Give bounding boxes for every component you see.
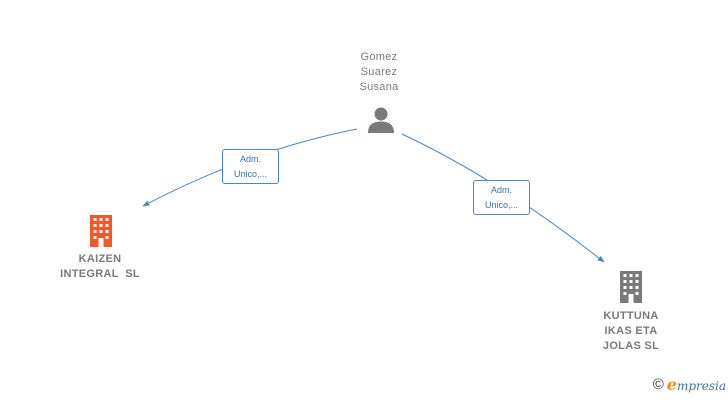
person-name-line: Suarez	[360, 66, 398, 78]
company-name-kuttuna[interactable]: KUTTUNA IKAS ETA JOLAS SL	[586, 309, 676, 354]
copyright-symbol: ©	[652, 376, 664, 393]
company-name-line: KAIZEN	[78, 253, 122, 265]
person-name-line: Gomez	[360, 51, 398, 63]
company-name-line: IKAS ETA	[604, 325, 658, 337]
brand-logo-letter: e	[666, 375, 677, 394]
company-name-line: JOLAS SL	[602, 340, 660, 352]
edge-label-role[interactable]: Adm. Unico,...	[222, 149, 279, 184]
person-name-line: Susana	[359, 81, 399, 93]
company-name-kaizen[interactable]: KAIZEN INTEGRAL SL	[40, 252, 160, 282]
edge-label-role[interactable]: Adm. Unico,...	[473, 180, 530, 215]
edge-label-line: Unico,...	[484, 200, 518, 210]
company-name-line: KUTTUNA	[603, 310, 659, 322]
brand-logo-text: mpresia	[676, 379, 726, 393]
building-icon[interactable]	[616, 270, 646, 304]
person-name[interactable]: Gomez Suarez Susana	[340, 50, 418, 95]
brand-logo: empresia	[667, 375, 726, 394]
building-icon[interactable]	[86, 214, 116, 248]
brand-watermark: © empresia	[653, 375, 726, 394]
edge-label-line: Unico,...	[233, 169, 267, 179]
company-name-line: INTEGRAL SL	[60, 268, 140, 280]
edge-label-line: Adm.	[239, 154, 261, 164]
edge-label-line: Adm.	[490, 185, 512, 195]
person-icon[interactable]	[366, 105, 396, 135]
